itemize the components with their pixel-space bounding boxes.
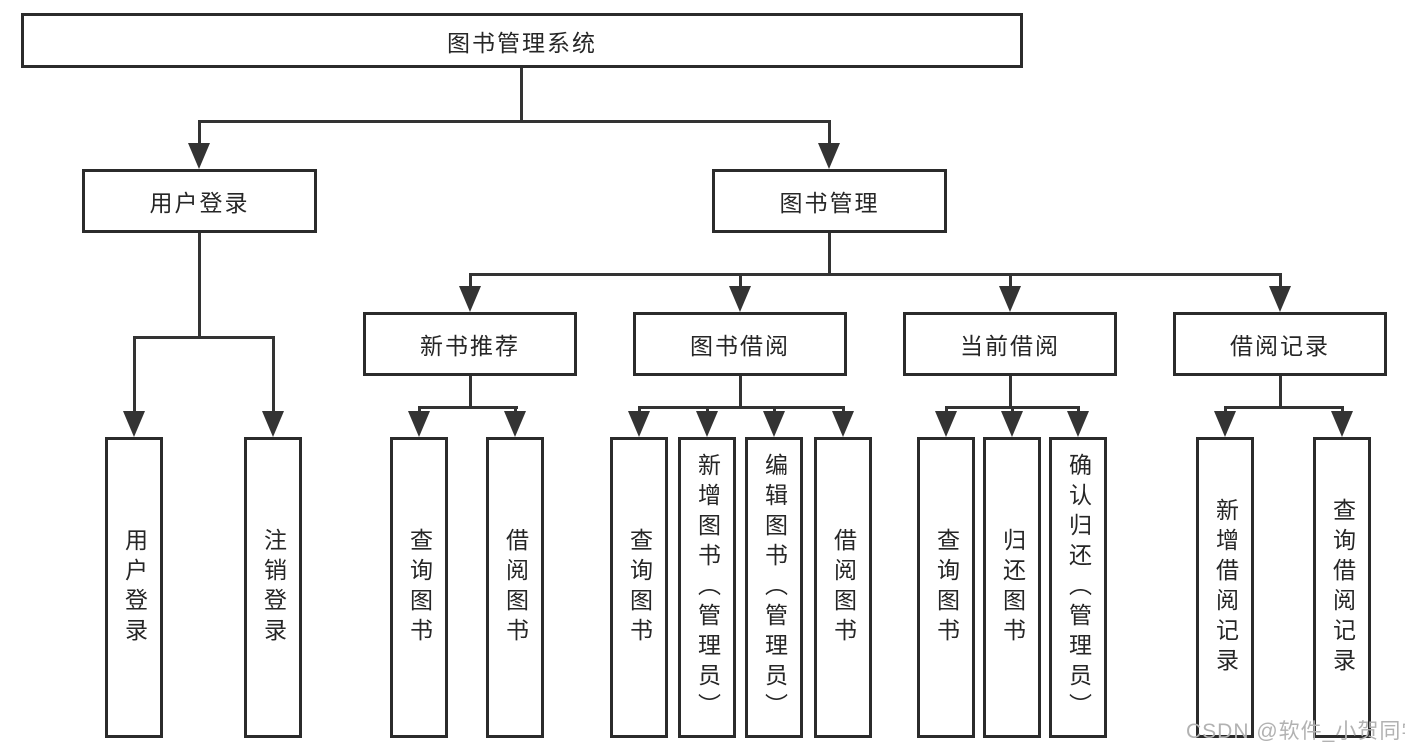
connector-line: [1224, 406, 1344, 409]
connector-line: [272, 336, 275, 413]
connector-line: [828, 120, 831, 145]
connector-line: [469, 273, 1282, 276]
arrow-down-icon: [696, 411, 718, 437]
connector-line: [133, 336, 136, 413]
arrow-down-icon: [408, 411, 430, 437]
leaf-borrow-books: 借阅图书: [486, 437, 544, 738]
connector-line: [198, 120, 201, 145]
connector-line: [198, 120, 831, 123]
leaf-user-login: 用户登录: [105, 437, 163, 738]
connector-line: [418, 406, 518, 409]
leaf-borrow-books: 借阅图书: [814, 437, 872, 738]
arrow-down-icon: [1001, 411, 1023, 437]
leaf-confirm-return-admin: 确认归还（管理员）: [1049, 437, 1107, 738]
connector-line: [773, 406, 776, 414]
connector-line: [1279, 376, 1282, 409]
node-user-login: 用户登录: [82, 169, 317, 233]
connector-line: [514, 406, 517, 414]
connector-line: [1009, 273, 1012, 288]
leaf-query-books: 查询图书: [917, 437, 975, 738]
connector-line: [520, 68, 523, 123]
arrow-down-icon: [188, 143, 210, 169]
connector-line: [1224, 406, 1227, 414]
leaf-query-books: 查询图书: [390, 437, 448, 738]
connector-line: [469, 376, 472, 409]
node-book-management: 图书管理: [712, 169, 947, 233]
arrow-down-icon: [504, 411, 526, 437]
leaf-add-borrow-record: 新增借阅记录: [1196, 437, 1254, 738]
leaf-logout: 注销登录: [244, 437, 302, 738]
node-root: 图书管理系统: [21, 13, 1023, 68]
arrow-down-icon: [459, 286, 481, 312]
connector-line: [638, 406, 844, 409]
connector-line: [1341, 406, 1344, 414]
connector-line: [418, 406, 421, 414]
connector-line: [1011, 406, 1014, 414]
leaf-query-books: 查询图书: [610, 437, 668, 738]
arrow-down-icon: [1269, 286, 1291, 312]
connector-line: [739, 376, 742, 409]
node-current-borrowing: 当前借阅: [903, 312, 1117, 376]
connector-line: [706, 406, 709, 414]
connector-line: [739, 273, 742, 288]
arrow-down-icon: [832, 411, 854, 437]
arrow-down-icon: [999, 286, 1021, 312]
arrow-down-icon: [628, 411, 650, 437]
connector-line: [198, 233, 201, 339]
connector-line: [1077, 406, 1080, 414]
arrow-down-icon: [1214, 411, 1236, 437]
leaf-edit-books-admin: 编辑图书（管理员）: [745, 437, 803, 738]
arrow-down-icon: [729, 286, 751, 312]
node-new-book-recommendation: 新书推荐: [363, 312, 577, 376]
connector-line: [828, 233, 831, 276]
connector-line: [638, 406, 641, 414]
arrow-down-icon: [818, 143, 840, 169]
arrow-down-icon: [763, 411, 785, 437]
node-borrowing-records: 借阅记录: [1173, 312, 1387, 376]
leaf-query-borrow-record: 查询借阅记录: [1313, 437, 1371, 738]
watermark-text: CSDN @软件_小贺同学: [1186, 720, 1405, 743]
arrow-down-icon: [1067, 411, 1089, 437]
connector-line: [133, 336, 275, 339]
arrow-down-icon: [262, 411, 284, 437]
connector-line: [1279, 273, 1282, 288]
connector-line: [945, 406, 948, 414]
leaf-add-books-admin: 新增图书（管理员）: [678, 437, 736, 738]
node-book-borrowing: 图书借阅: [633, 312, 847, 376]
leaf-return-books: 归还图书: [983, 437, 1041, 738]
arrow-down-icon: [1331, 411, 1353, 437]
connector-line: [842, 406, 845, 414]
arrow-down-icon: [123, 411, 145, 437]
arrow-down-icon: [935, 411, 957, 437]
connector-line: [1009, 376, 1012, 409]
connector-line: [469, 273, 472, 288]
